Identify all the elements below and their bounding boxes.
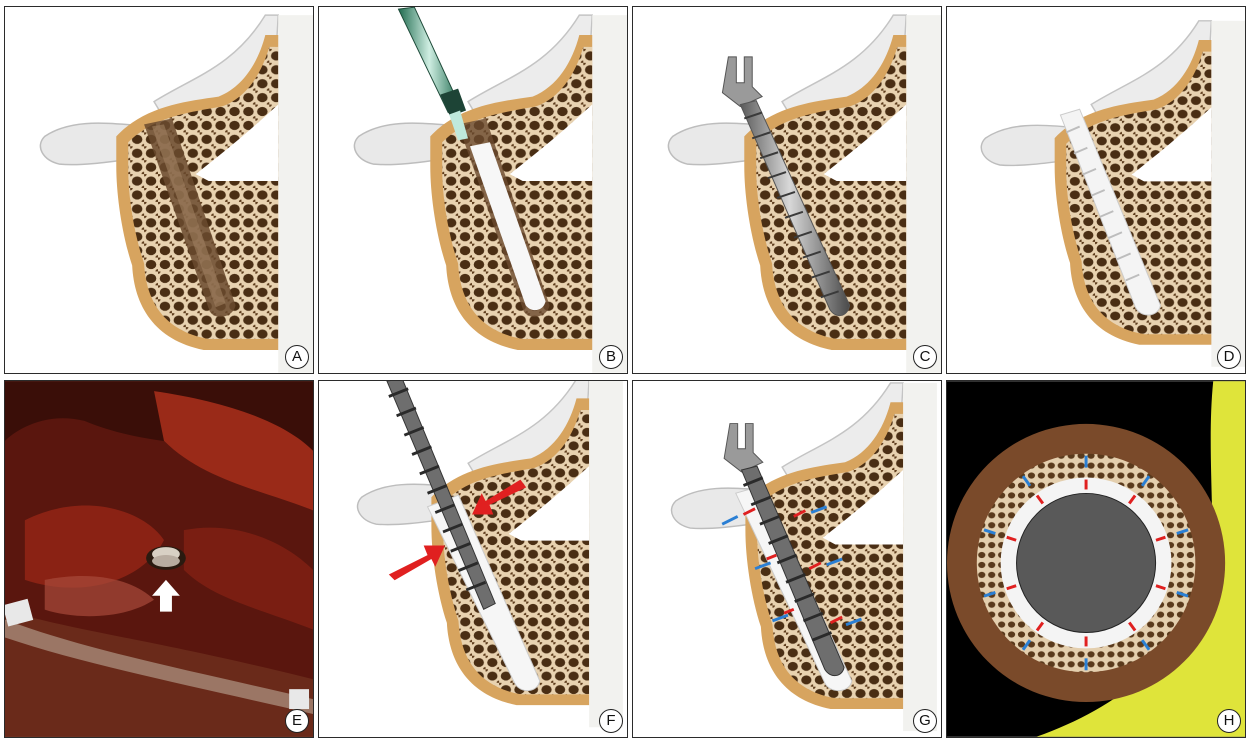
vertebra-illustration-f (319, 381, 627, 737)
panel-label: B (599, 345, 623, 369)
panel-d: D (946, 6, 1246, 374)
screw-core (1017, 493, 1156, 632)
panel-e: E (4, 380, 314, 738)
intraoperative-photo (5, 381, 313, 737)
panel-label: E (285, 709, 309, 733)
panel-label: F (599, 709, 623, 733)
vertebra-illustration-a (5, 7, 313, 373)
panel-b: B (318, 6, 628, 374)
panel-f: F (318, 380, 628, 738)
panel-label: C (913, 345, 937, 369)
panel-g: G (632, 380, 942, 738)
cross-section-illustration (947, 381, 1245, 737)
panel-a: A (4, 6, 314, 374)
vertebra-illustration-d (947, 7, 1245, 373)
panel-label: D (1217, 345, 1241, 369)
panel-label: H (1217, 709, 1241, 733)
vertebra-illustration-c (633, 7, 941, 373)
panel-h: H (946, 380, 1246, 738)
vertebra-illustration-b (319, 7, 627, 373)
panel-label: G (913, 709, 937, 733)
vertebra-illustration-g (633, 381, 941, 737)
panel-c: C (632, 6, 942, 374)
panel-label: A (285, 345, 309, 369)
